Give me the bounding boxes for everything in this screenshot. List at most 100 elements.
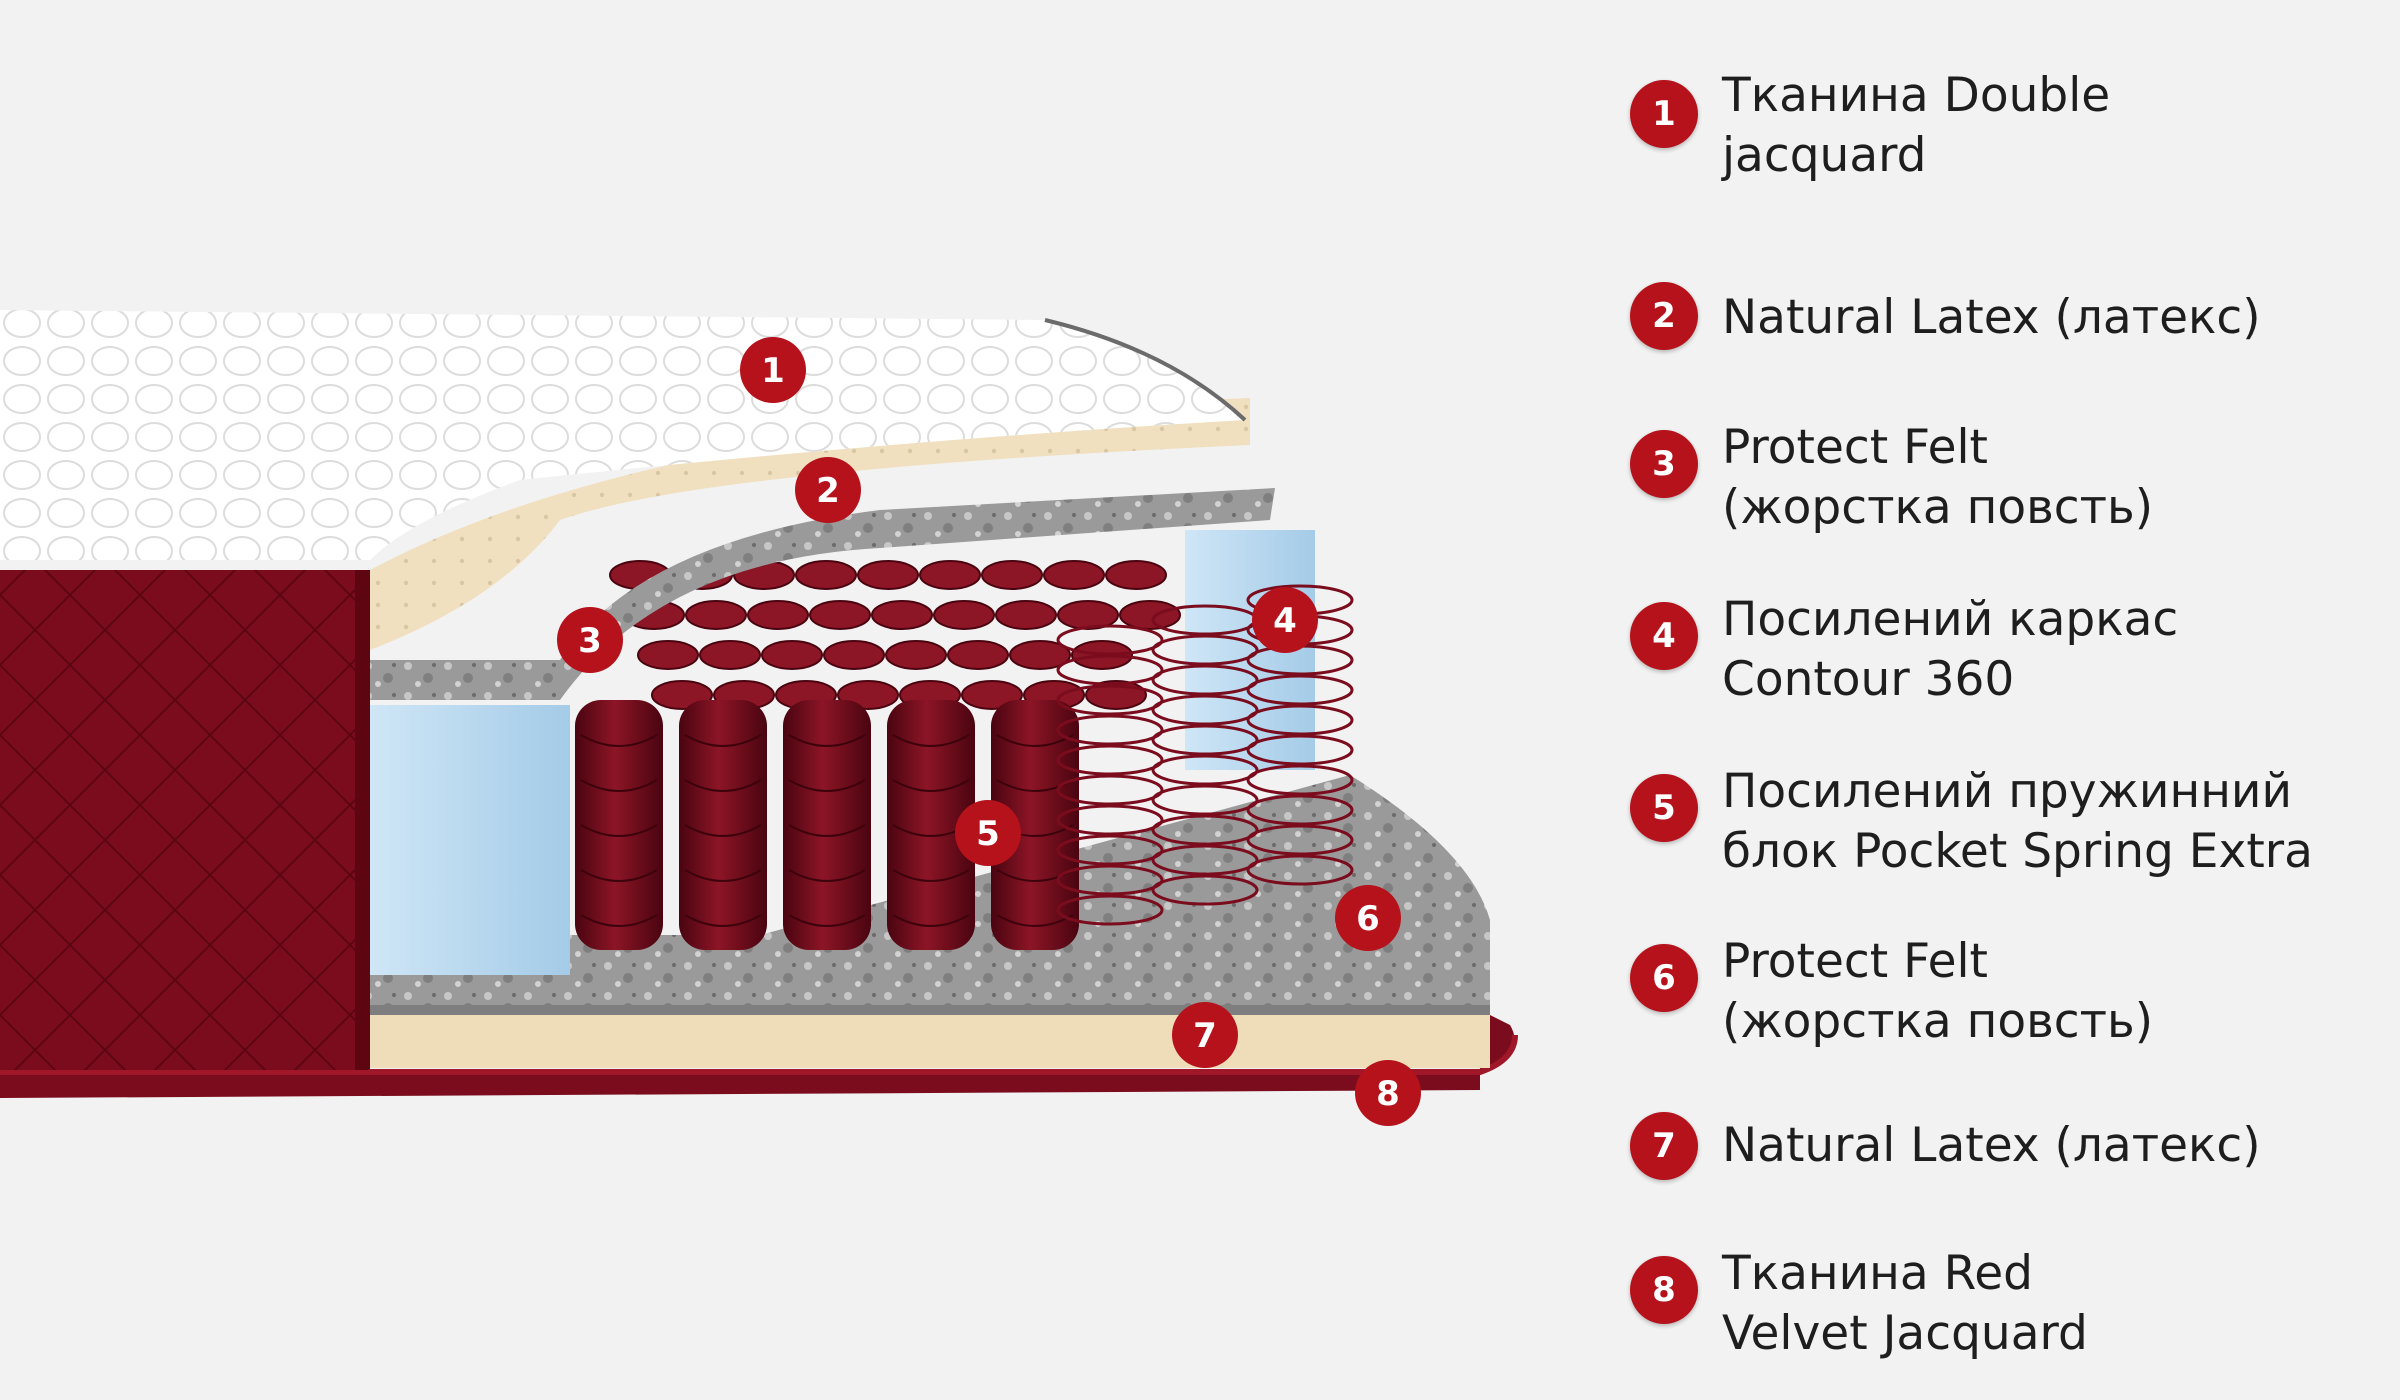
legend-badge-2: 2 — [1630, 282, 1698, 350]
layer-marker-6[interactable]: 6 — [1335, 885, 1401, 951]
spring-top — [933, 600, 995, 630]
spring-top — [1119, 600, 1181, 630]
spring-coil — [1246, 794, 1354, 826]
legend-item-7: 7 Natural Latex (латекс) — [1630, 1112, 2362, 1180]
legend-badge-4: 4 — [1630, 602, 1698, 670]
legend-label-7: Natural Latex (латекс) — [1722, 1118, 2261, 1173]
legend-badge-1: 1 — [1630, 80, 1698, 148]
layer-marker-3[interactable]: 3 — [557, 607, 623, 673]
spring-pocket — [991, 700, 1079, 950]
spring-top — [685, 600, 747, 630]
spring-coil — [1151, 694, 1259, 726]
marker-6-label: 6 — [1356, 899, 1380, 939]
spring-pocket-seam — [996, 734, 1074, 747]
legend-label-8: Тканина Red Velvet Jacquard — [1722, 1246, 2088, 1361]
legend-item-8: 8 Тканина Red Velvet Jacquard — [1630, 1246, 2362, 1364]
spring-pocket-seam — [580, 869, 658, 882]
legend-label-3: Protect Felt (жорстка повсть) — [1722, 420, 2154, 535]
spring-coil — [1151, 784, 1259, 816]
spring-pocket-seam — [684, 869, 762, 882]
spring-coil — [1246, 734, 1354, 766]
spring-pocket-seam — [892, 734, 970, 747]
spring-pocket-seam — [788, 824, 866, 837]
spring-coil — [1056, 894, 1164, 926]
spring-top — [1009, 640, 1071, 670]
layer-marker-2[interactable]: 2 — [795, 457, 861, 523]
spring-top — [1043, 560, 1105, 590]
legend-item-3: 3 Protect Felt (жорстка повсть) — [1630, 420, 2362, 538]
mattress-cutaway-illustration: 1 2 3 4 5 6 7 8 — [0, 310, 1518, 1126]
spring-pocket-seam — [684, 779, 762, 792]
spring-pocket-seam — [788, 734, 866, 747]
spring-coil — [1151, 844, 1259, 876]
spring-coil — [1151, 814, 1259, 846]
layer-marker-5[interactable]: 5 — [955, 800, 1021, 866]
spring-coil — [1151, 634, 1259, 666]
velvet-base-layer — [0, 1010, 1518, 1098]
legend-item-5: 5 Посилений пружинний блок Pocket Spring… — [1630, 764, 2362, 882]
layer-marker-7[interactable]: 7 — [1172, 1002, 1238, 1068]
legend-badge-5: 5 — [1630, 774, 1698, 842]
spring-top — [823, 640, 885, 670]
spring-pocket — [575, 700, 663, 950]
spring-coil — [1056, 774, 1164, 806]
spring-top — [637, 640, 699, 670]
layer-marker-1[interactable]: 1 — [740, 337, 806, 403]
spring-coil — [1151, 754, 1259, 786]
spring-coil — [1056, 624, 1164, 656]
top-quilted-fabric — [0, 310, 1247, 560]
legend-label-4: Посилений каркас Contour 360 — [1722, 592, 2179, 707]
legend-badge-3: 3 — [1630, 430, 1698, 498]
spring-top — [947, 640, 1009, 670]
spring-pocket-seam — [892, 869, 970, 882]
spring-top — [747, 600, 809, 630]
spring-coil — [1056, 864, 1164, 896]
pocket-springs — [575, 560, 1354, 950]
spring-top — [981, 560, 1043, 590]
spring-pocket-seam — [684, 734, 762, 747]
spring-top — [871, 600, 933, 630]
spring-top — [995, 600, 1057, 630]
spring-pocket-seam — [788, 914, 866, 927]
marker-7-label: 7 — [1193, 1016, 1217, 1056]
spring-top — [1105, 560, 1167, 590]
spring-top — [809, 600, 871, 630]
spring-coil — [1056, 684, 1164, 716]
marker-5-label: 5 — [976, 814, 1000, 854]
spring-top — [795, 560, 857, 590]
spring-top — [885, 640, 947, 670]
layer-marker-4[interactable]: 4 — [1252, 587, 1318, 653]
foam-frame — [370, 530, 1315, 975]
spring-coil — [1246, 704, 1354, 736]
legend-label-6: Protect Felt (жорстка повсть) — [1722, 934, 2154, 1049]
marker-4-label: 4 — [1273, 601, 1297, 641]
spring-pocket — [887, 700, 975, 950]
spring-top — [1057, 600, 1119, 630]
spring-coil — [1056, 714, 1164, 746]
spring-coil — [1246, 764, 1354, 796]
marker-3-label: 3 — [578, 621, 602, 661]
spring-pocket-seam — [892, 914, 970, 927]
quilted-side-panel — [0, 570, 370, 1070]
spring-coil — [1151, 724, 1259, 756]
spring-coil — [1056, 804, 1164, 836]
spring-pocket-seam — [580, 779, 658, 792]
legend-item-6: 6 Protect Felt (жорстка повсть) — [1630, 934, 2362, 1052]
spring-coil — [1246, 824, 1354, 856]
spring-pocket — [679, 700, 767, 950]
spring-pocket-seam — [788, 779, 866, 792]
layer-marker-8[interactable]: 8 — [1355, 1060, 1421, 1126]
marker-1-label: 1 — [761, 351, 785, 391]
spring-pocket-seam — [580, 824, 658, 837]
spring-coil — [1246, 674, 1354, 706]
legend-label-5: Посилений пружинний блок Pocket Spring E… — [1722, 764, 2313, 879]
spring-pocket-seam — [684, 914, 762, 927]
spring-pocket-seam — [580, 914, 658, 927]
legend-label-2: Natural Latex (латекс) — [1722, 290, 2261, 345]
spring-coil — [1246, 854, 1354, 886]
spring-top — [857, 560, 919, 590]
spring-pocket-seam — [996, 914, 1074, 927]
legend-badge-6: 6 — [1630, 944, 1698, 1012]
spring-coil — [1151, 664, 1259, 696]
spring-pocket — [783, 700, 871, 950]
